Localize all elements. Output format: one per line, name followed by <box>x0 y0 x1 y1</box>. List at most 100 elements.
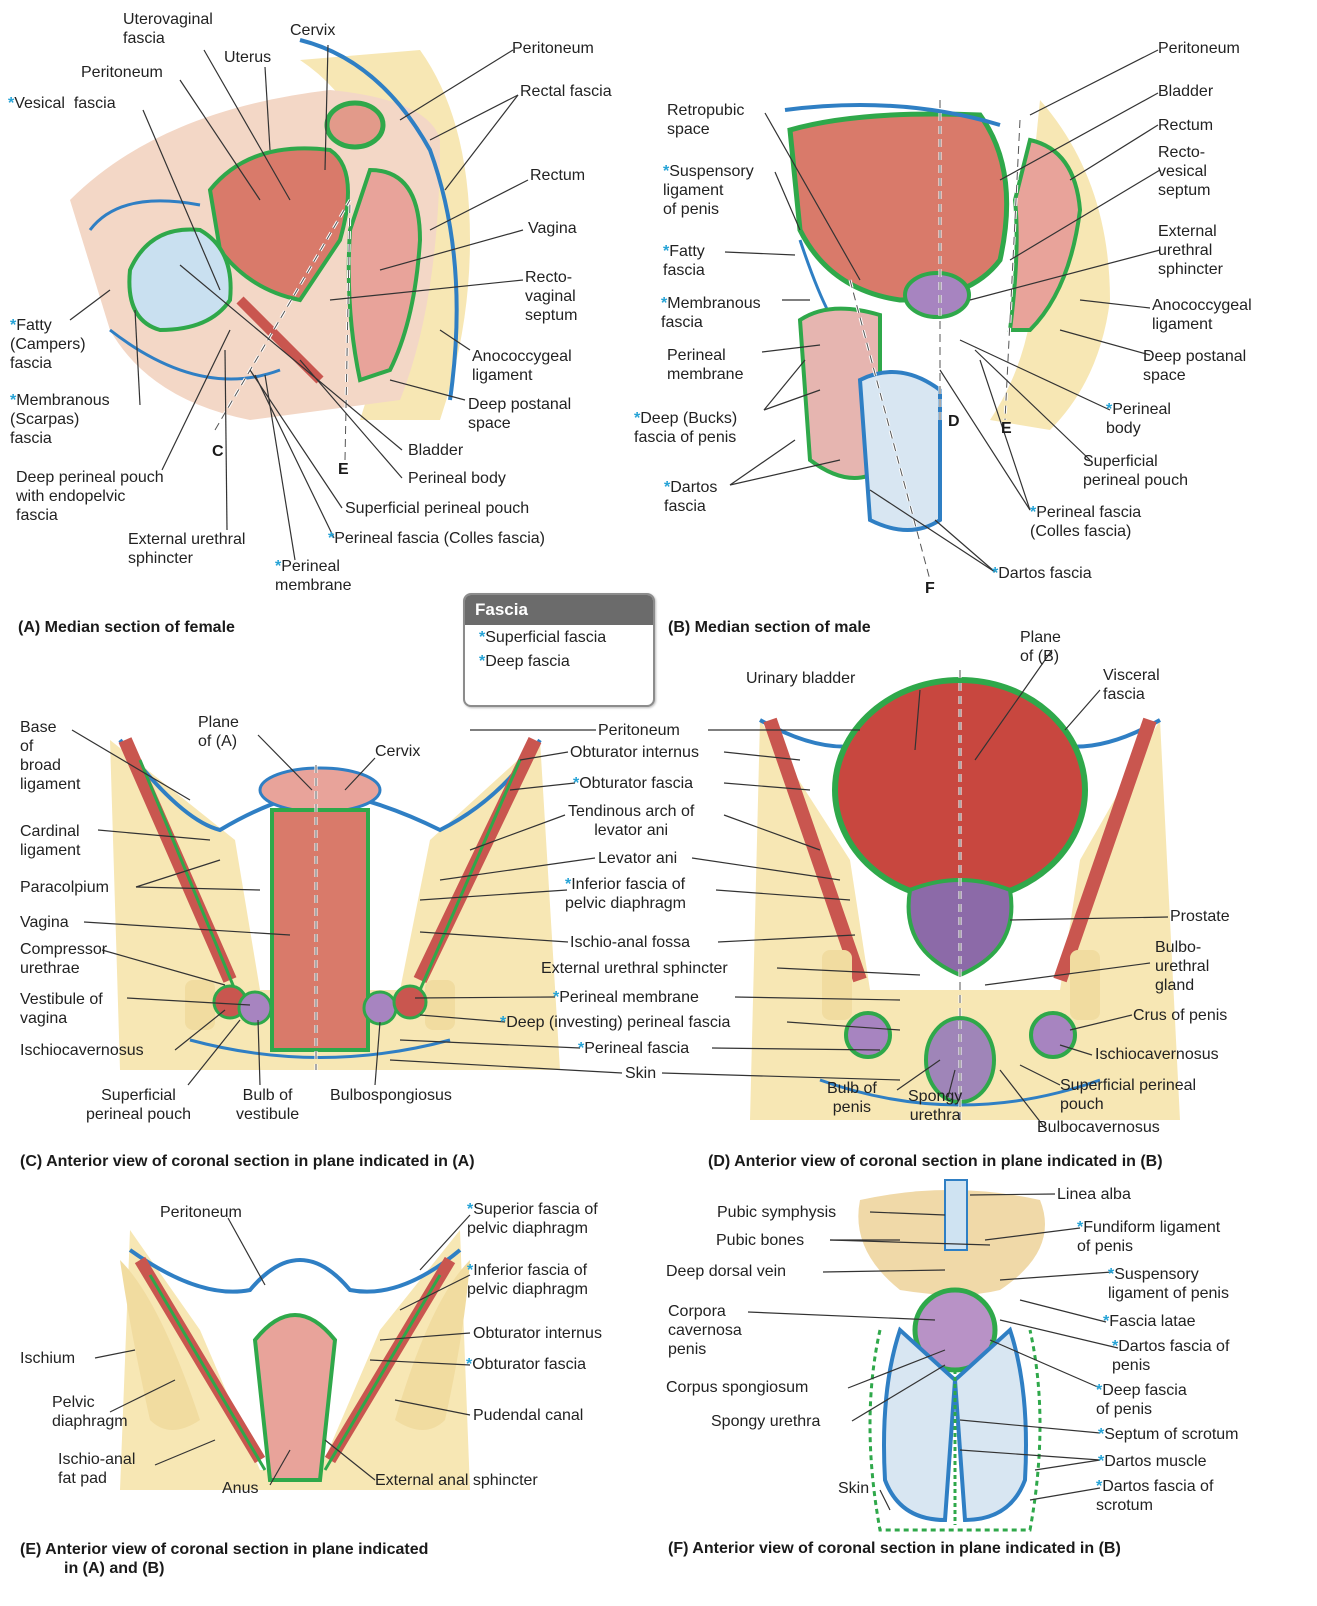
label-d-superficial-perineal-pouch: Superficial perineal pouch <box>1060 1076 1196 1114</box>
label-mid-peritoneum: Peritoneum <box>598 721 680 740</box>
plane-mark-b-d: D <box>948 413 960 431</box>
label-b-fatty-fascia: *Fatty fascia <box>663 242 705 280</box>
label-c-paracolpium: Paracolpium <box>20 878 109 897</box>
label-mid-deep-investing-fascia: *Deep (investing) perineal fascia <box>500 1013 730 1032</box>
label-f-corpus-spongiosum: Corpus spongiosum <box>666 1378 808 1397</box>
label-f-dartos-muscle: *Dartos muscle <box>1098 1452 1206 1471</box>
label-a-superficial-perineal-pouch: Superficial perineal pouch <box>345 499 529 518</box>
label-b-peritoneum: Peritoneum <box>1158 39 1240 58</box>
label-a-anococcygeal-ligament: Anococcygeal ligament <box>472 347 572 385</box>
caption-e-line1: (E) Anterior view of coronal section in … <box>20 1540 428 1559</box>
label-f-suspensory-ligament: *Suspensory ligament of penis <box>1108 1265 1229 1303</box>
label-d-visceral-fascia: Visceral fascia <box>1103 666 1160 704</box>
panel-e-illustration <box>120 1230 470 1490</box>
label-a-membranous-fascia: *Membranous (Scarpas) fascia <box>10 391 110 448</box>
label-d-plane-b: Plane of (B) <box>1020 628 1061 666</box>
label-f-corpora-cavernosa: Corpora cavernosa penis <box>668 1302 742 1359</box>
label-b-dartos-fascia-left: *Dartos fascia <box>664 478 717 516</box>
label-a-colles-fascia: *Perineal fascia (Colles fascia) <box>328 529 545 548</box>
label-f-dartos-fascia-scrotum: *Dartos fascia of scrotum <box>1096 1477 1213 1515</box>
label-a-vagina: Vagina <box>528 219 577 238</box>
label-e-ischioanal-fat-pad: Ischio-anal fat pad <box>58 1450 135 1488</box>
label-mid-obturator-internus: Obturator internus <box>570 743 699 762</box>
label-f-pubic-symphysis: Pubic symphysis <box>717 1203 836 1222</box>
label-c-compressor-urethrae: Compressor urethrae <box>20 940 107 978</box>
label-a-bladder: Bladder <box>408 441 463 460</box>
label-a-uterovaginal-fascia: Uterovaginal fascia <box>123 10 213 48</box>
label-f-skin: Skin <box>838 1479 869 1498</box>
label-c-cardinal-ligament: Cardinal ligament <box>20 822 80 860</box>
label-e-external-anal-sphincter: External anal sphincter <box>375 1471 538 1490</box>
label-e-ischium: Ischium <box>20 1349 75 1368</box>
label-e-obturator-internus: Obturator internus <box>473 1324 602 1343</box>
label-a-perineal-body: Perineal body <box>408 469 506 488</box>
panel-f-illustration <box>858 1180 1045 1530</box>
label-mid-tendinous-arch: Tendinous arch of levator ani <box>568 802 694 840</box>
label-a-peritoneum-top: Peritoneum <box>81 63 163 82</box>
label-f-dartos-fascia-penis: *Dartos fascia of penis <box>1112 1337 1229 1375</box>
plane-mark-a-c: C <box>212 443 224 461</box>
label-c-bulbospongiosus: Bulbospongiosus <box>330 1086 452 1105</box>
label-b-superficial-perineal-pouch: Superficial perineal pouch <box>1083 452 1188 490</box>
label-b-deep-postanal-space: Deep postanal space <box>1143 347 1246 385</box>
label-b-anococcygeal-ligament: Anococcygeal ligament <box>1152 296 1252 334</box>
label-e-superior-fascia: *Superior fascia of pelvic diaphragm <box>467 1200 598 1238</box>
label-mid-skin: Skin <box>625 1064 656 1083</box>
label-d-ischiocavernosus: Ischiocavernosus <box>1095 1045 1219 1064</box>
label-c-vestibule: Vestibule of vagina <box>20 990 103 1028</box>
plane-mark-b-e: E <box>1001 420 1012 438</box>
label-mid-ischioanal-fossa: Ischio-anal fossa <box>570 933 690 952</box>
label-b-external-urethral-sphincter: External urethral sphincter <box>1158 222 1223 279</box>
label-d-spongy-urethra: Spongy urethra <box>908 1087 962 1125</box>
label-b-perineal-membrane: Perineal membrane <box>667 346 743 384</box>
label-e-inferior-fascia: *Inferior fascia of pelvic diaphragm <box>467 1261 588 1299</box>
label-mid-external-urethral-sphincter: External urethral sphincter <box>541 959 728 978</box>
label-mid-perineal-membrane: *Perineal membrane <box>553 988 699 1007</box>
label-a-rectal-fascia: Rectal fascia <box>520 82 612 101</box>
label-a-external-urethral-sphincter: External urethral sphincter <box>128 530 245 568</box>
label-mid-perineal-fascia: *Perineal fascia <box>578 1039 689 1058</box>
label-mid-obturator-fascia: *Obturator fascia <box>573 774 693 793</box>
caption-e: (E) Anterior view of coronal section in … <box>20 1540 428 1578</box>
label-e-peritoneum: Peritoneum <box>160 1203 242 1222</box>
label-b-suspensory-ligament: *Suspensory ligament of penis <box>663 162 754 219</box>
plane-mark-b-f: F <box>925 580 935 598</box>
caption-a: (A) Median section of female <box>18 619 235 637</box>
label-a-cervix: Cervix <box>290 21 335 40</box>
plane-mark-a-e: E <box>338 461 349 479</box>
legend-superficial: *Superficial fascia <box>465 625 653 649</box>
panel-a-illustration <box>70 40 470 460</box>
label-b-retropubic-space: Retropubic space <box>667 101 744 139</box>
label-mid-inferior-fascia: *Inferior fascia of pelvic diaphragm <box>565 875 686 913</box>
caption-d: (D) Anterior view of coronal section in … <box>708 1153 1163 1171</box>
label-a-peritoneum-right: Peritoneum <box>512 39 594 58</box>
label-mid-levator-ani: Levator ani <box>598 849 677 868</box>
caption-b: (B) Median section of male <box>668 619 871 637</box>
label-f-pubic-bones: Pubic bones <box>716 1231 804 1250</box>
label-e-pudendal-canal: Pudendal canal <box>473 1406 583 1425</box>
label-d-urinary-bladder: Urinary bladder <box>746 669 855 688</box>
caption-f: (F) Anterior view of coronal section in … <box>668 1540 1121 1558</box>
label-d-bulbourethral-gland: Bulbo- urethral gland <box>1155 938 1209 995</box>
label-f-spongy-urethra: Spongy urethra <box>711 1412 820 1431</box>
label-a-fatty-fascia: *Fatty (Campers) fascia <box>10 316 86 373</box>
label-b-colles-fascia: *Perineal fascia (Colles fascia) <box>1030 503 1141 541</box>
label-f-septum-of-scrotum: *Septum of scrotum <box>1098 1425 1239 1444</box>
label-e-anus: Anus <box>222 1479 258 1498</box>
label-c-vagina: Vagina <box>20 913 69 932</box>
label-f-fundiform-ligament: *Fundiform ligament of penis <box>1077 1218 1220 1256</box>
label-b-bucks-fascia: *Deep (Bucks) fascia of penis <box>634 409 737 447</box>
label-c-bulb-of-vestibule: Bulb of vestibule <box>236 1086 299 1124</box>
label-c-base-broad-ligament: Base of broad ligament <box>20 718 80 794</box>
label-f-deep-fascia-penis: *Deep fascia of penis <box>1096 1381 1187 1419</box>
label-b-bladder: Bladder <box>1158 82 1213 101</box>
label-a-uterus: Uterus <box>224 48 271 67</box>
legend-title: Fascia <box>465 595 653 625</box>
label-d-bulb-of-penis: Bulb of penis <box>827 1079 877 1117</box>
label-a-vesical-fascia: *Vesical fascia <box>8 94 116 113</box>
label-b-dartos-fascia-right: *Dartos fascia <box>992 564 1092 583</box>
label-c-cervix: Cervix <box>375 742 420 761</box>
label-b-membranous-fascia: *Membranous fascia <box>661 294 761 332</box>
label-d-bulbocavernosus: Bulbocavernosus <box>1037 1118 1160 1137</box>
